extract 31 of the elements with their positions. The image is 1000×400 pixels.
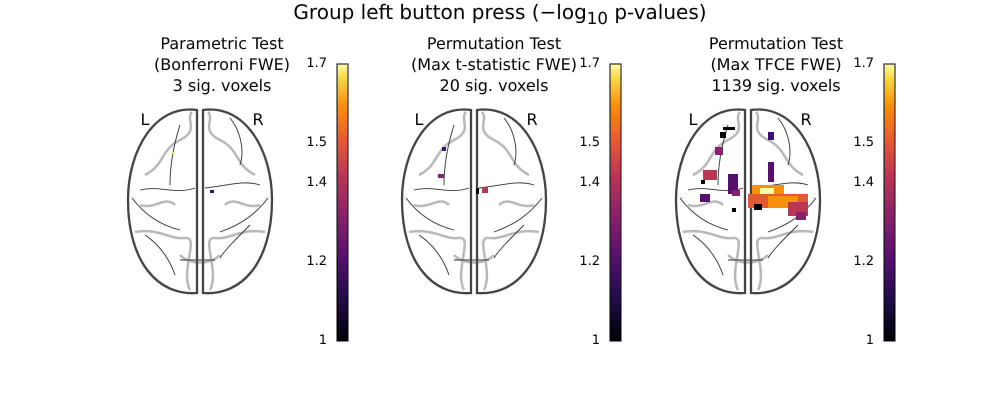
figure-title: Group left button press (−log$_{10}$ p-values) [293, 2, 707, 28]
hemisphere-label: R [800, 112, 812, 128]
colorbar-tick-label: 1.7 [306, 57, 327, 70]
colorbar-tick-label: 1.7 [579, 57, 600, 70]
colorbar-tick-label: 1.2 [579, 255, 600, 268]
colorbar-tick-label: 1.4 [853, 176, 874, 189]
colorbar-tick-label: 1.5 [579, 136, 600, 149]
colorbar-tick-label: 1 [318, 334, 327, 347]
hemisphere-label: L [414, 112, 424, 128]
panel-title: Parametric Test [160, 36, 284, 52]
colorbar-tick-label: 1 [866, 334, 874, 347]
colorbar-tick-label: 1.4 [306, 176, 327, 189]
colorbar-tick-label: 1.4 [579, 176, 600, 189]
panel-title: 3 sig. voxels [172, 78, 272, 94]
colorbar-tick-label: 1.7 [853, 57, 874, 70]
hemisphere-label: R [526, 112, 538, 128]
panel-title: Permutation Test [426, 36, 562, 52]
hemisphere-label: L [688, 112, 698, 128]
panel-title: (Bonferroni FWE) [154, 57, 290, 73]
colorbar-tick-label: 1.2 [306, 255, 327, 268]
panel-title: (Max t-statistic FWE) [411, 57, 577, 73]
colorbar-tick-label: 1.5 [853, 136, 874, 149]
panel-title: 20 sig. voxels [440, 78, 548, 94]
hemisphere-label: R [252, 112, 264, 128]
panel-title: Permutation Test [708, 36, 844, 52]
panel-title: (Max TFCE FWE) [710, 57, 842, 73]
panel-title: 1139 sig. voxels [711, 78, 841, 94]
colorbar-tick-label: 1.5 [306, 136, 327, 149]
colorbar-tick-label: 1.2 [853, 255, 874, 268]
hemisphere-label: L [140, 112, 150, 128]
colorbar-tick-label: 1 [592, 334, 600, 347]
